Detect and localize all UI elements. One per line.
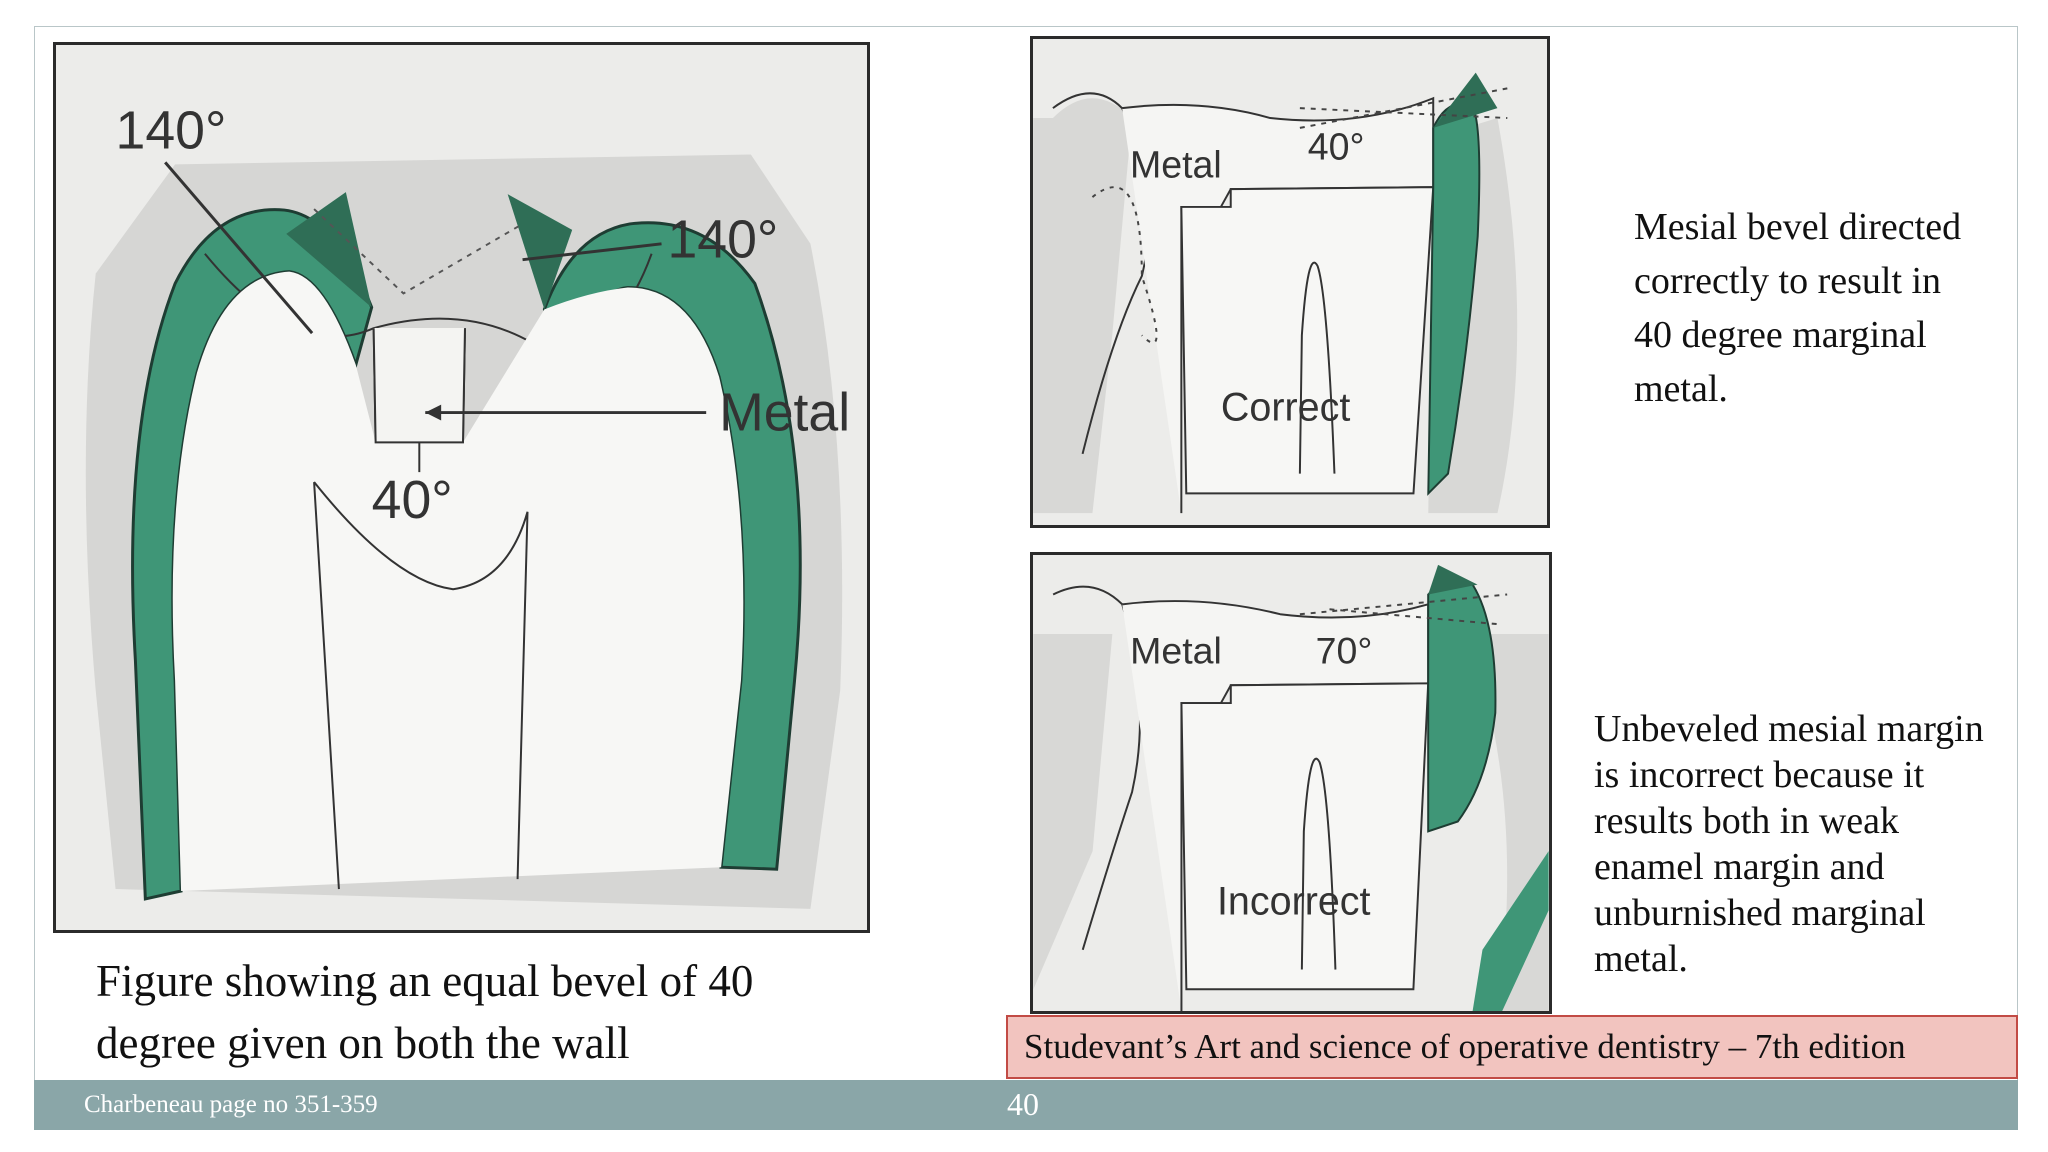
metal-inlay-outline bbox=[372, 328, 466, 444]
band-stripe bbox=[1472, 851, 1549, 1011]
left-caption-line-2: degree given on both the wall bbox=[96, 1018, 630, 1068]
left-caption-line-1: Figure showing an equal bevel of 40 bbox=[96, 956, 754, 1006]
label-140-right: 140° bbox=[667, 210, 778, 270]
correct-bevel-diagram: Metal 40° Correct bbox=[1033, 72, 1518, 514]
label-metal: Metal bbox=[719, 382, 850, 442]
label-40-bottom: 40° bbox=[372, 470, 453, 530]
footer-bar: Charbeneau page no 351-359 40 bbox=[34, 1080, 2018, 1130]
bevel-figure-equal: 140° 140° Metal 40° bbox=[53, 42, 870, 933]
incorrect-caption-line-2: is incorrect because it bbox=[1594, 754, 1925, 796]
dentin bbox=[172, 271, 744, 892]
page-number: 40 bbox=[1007, 1086, 1039, 1122]
incorrect-caption-line-6: metal. bbox=[1594, 938, 1688, 980]
incorrect-caption-line-4: enamel margin and bbox=[1594, 846, 1885, 888]
correct-caption-line-4: metal. bbox=[1634, 368, 1728, 410]
bevel-dashed-line bbox=[313, 208, 524, 295]
incorrect-caption-line-5: unburnished marginal bbox=[1594, 892, 1926, 934]
pulp-canal bbox=[1298, 261, 1336, 474]
label-angle: 40° bbox=[1308, 126, 1365, 168]
correct-caption: Mesial bevel directed correctly to resul… bbox=[1634, 200, 1961, 416]
bevel-wedge bbox=[1433, 72, 1498, 128]
unbeveled-incorrect-figure: Metal 70° Incorrect bbox=[1030, 552, 1552, 1014]
angle-dashed-lines bbox=[1299, 87, 1508, 129]
pulp-canal bbox=[1300, 757, 1337, 970]
left-bevel-wedge bbox=[286, 192, 372, 308]
left-figure-caption: Figure showing an equal bevel of 40 degr… bbox=[96, 950, 753, 1074]
leader-140-right bbox=[522, 242, 662, 262]
label-correct: Correct bbox=[1221, 385, 1351, 429]
label-metal: Metal bbox=[1130, 630, 1222, 672]
arrow-head bbox=[425, 404, 442, 421]
tooth-cross-section-diagram: 140° 140° Metal 40° bbox=[85, 101, 850, 909]
right-bevel-wedge bbox=[507, 194, 573, 310]
incorrect-caption-line-1: Unbeveled mesial margin bbox=[1594, 708, 1984, 750]
label-angle: 70° bbox=[1316, 630, 1373, 672]
correct-caption-line-3: 40 degree marginal bbox=[1634, 314, 1927, 356]
correct-caption-line-2: correctly to result in bbox=[1634, 260, 1942, 302]
mesial-bevel-correct-figure: Metal 40° Correct bbox=[1030, 36, 1550, 528]
metal-restoration bbox=[1121, 96, 1435, 514]
shadow-left bbox=[1033, 633, 1113, 990]
source-citation-box: Studevant’s Art and science of operative… bbox=[1006, 1015, 2018, 1079]
label-incorrect: Incorrect bbox=[1217, 879, 1371, 923]
tooth-body bbox=[1180, 186, 1435, 495]
incorrect-bevel-diagram: Metal 70° Incorrect bbox=[1033, 564, 1549, 1011]
incorrect-caption: Unbeveled mesial margin is incorrect bec… bbox=[1594, 706, 1984, 982]
footer-reference: Charbeneau page no 351-359 bbox=[84, 1091, 378, 1118]
angle-dashed-lines bbox=[1299, 593, 1508, 626]
label-140-top-left: 140° bbox=[116, 101, 227, 161]
tooth-body bbox=[1180, 682, 1430, 991]
correct-caption-line-1: Mesial bevel directed bbox=[1634, 206, 1962, 248]
incorrect-caption-line-3: results both in weak bbox=[1594, 800, 1900, 842]
label-metal: Metal bbox=[1130, 143, 1222, 185]
shadow-left bbox=[1033, 98, 1132, 514]
leader-140-left bbox=[164, 161, 314, 335]
adjacent-tooth bbox=[1052, 585, 1141, 951]
pulp-outline bbox=[313, 481, 529, 890]
